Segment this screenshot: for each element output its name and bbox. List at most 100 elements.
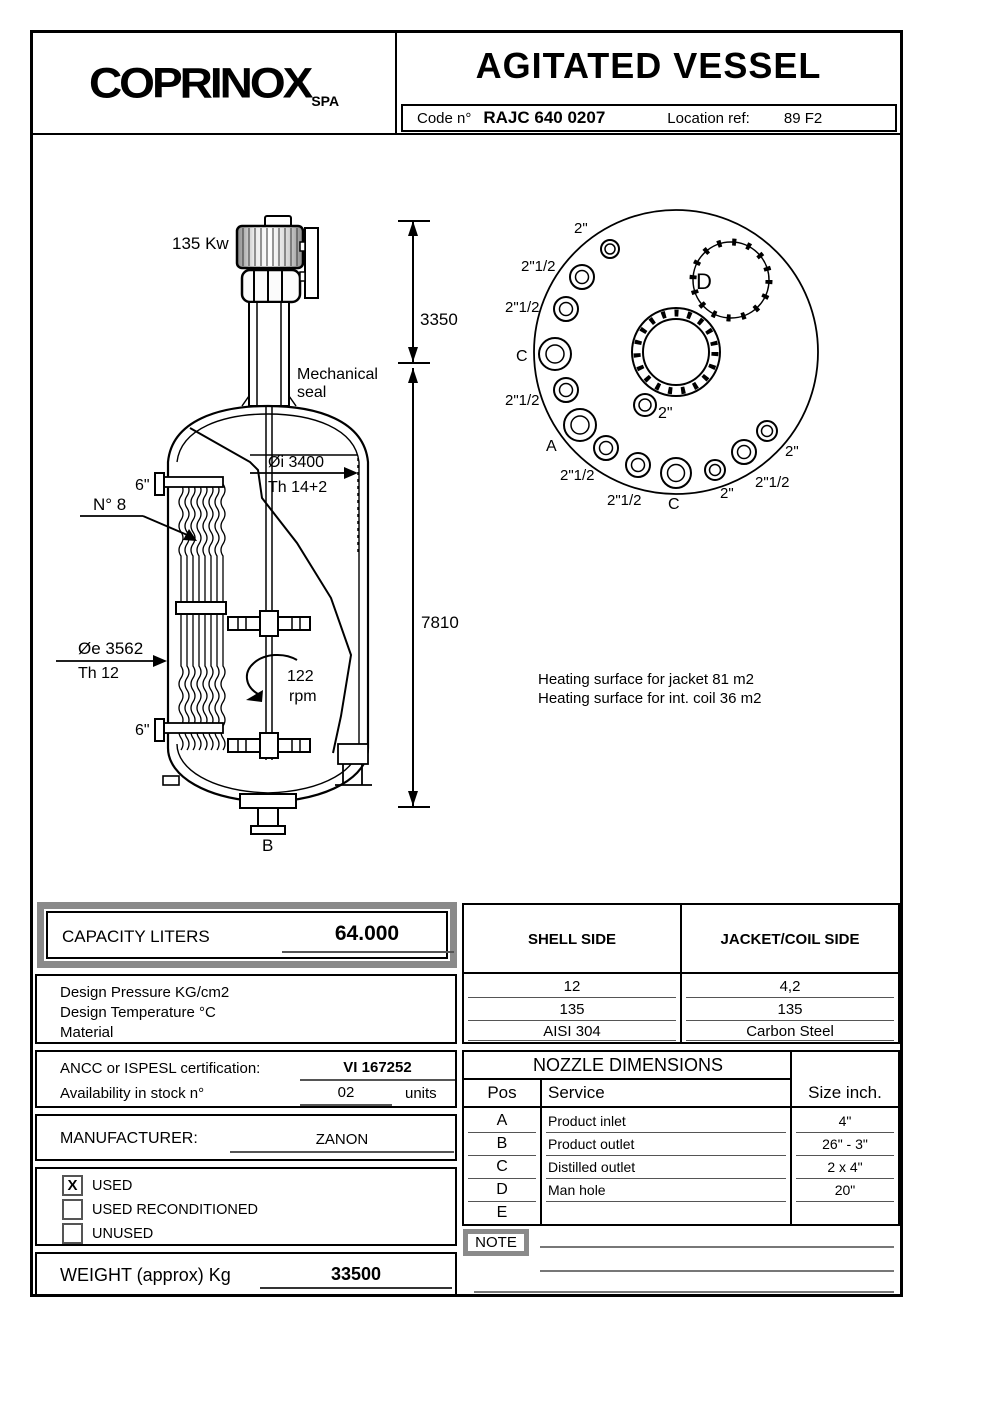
rim-nozzles bbox=[538, 239, 778, 489]
nozzle-row-service: Man hole bbox=[548, 1182, 606, 1198]
mech-seal-label-1: Mechanical bbox=[297, 366, 378, 383]
jacket-material: Carbon Steel bbox=[746, 1023, 834, 1040]
nozzle-row-pos: A bbox=[496, 1112, 508, 1129]
shell-temperature: 135 bbox=[559, 1001, 585, 1018]
page-title: AGITATED VESSEL bbox=[475, 45, 822, 86]
rotation-arrowhead bbox=[246, 690, 263, 702]
note-line-2 bbox=[540, 1270, 894, 1272]
nozzle-row-service: Distilled outlet bbox=[548, 1159, 636, 1175]
rim-label-4: 2"1/2 bbox=[505, 392, 540, 409]
rim-label-0: 2" bbox=[574, 220, 588, 237]
certification-label: ANCC or ISPESL certification: bbox=[60, 1060, 261, 1077]
nozzle-header-service: Service bbox=[548, 1083, 605, 1102]
rpm-unit-label: rpm bbox=[289, 688, 317, 705]
vessel-shell bbox=[162, 404, 372, 804]
nozzle-row-size: 4" bbox=[838, 1113, 852, 1129]
heating-surface-jacket: Heating surface for jacket 81 m2 bbox=[538, 671, 754, 688]
motor-power-label: 135 Kw bbox=[172, 234, 229, 253]
code-value: RAJC 640 0207 bbox=[483, 108, 606, 127]
capacity-box: CAPACITY LITERS 64.000 bbox=[37, 902, 457, 968]
condition-box: X USED USED RECONDITIONED UNUSED bbox=[35, 1167, 457, 1246]
note-label: NOTE bbox=[475, 1234, 517, 1251]
outlet-b-label: B bbox=[262, 836, 273, 855]
page-border bbox=[30, 30, 903, 1297]
note-box: NOTE bbox=[463, 1229, 529, 1256]
capacity-value: 64.000 bbox=[334, 922, 400, 945]
manufacturer-label: MANUFACTURER: bbox=[60, 1130, 198, 1147]
company-logo-suffix: SPA bbox=[311, 93, 340, 109]
rim-label-8: C bbox=[668, 496, 680, 513]
weight-label: WEIGHT (approx) Kg bbox=[60, 1265, 231, 1285]
heating-surface-coil: Heating surface for int. coil 36 m2 bbox=[538, 690, 761, 707]
checkbox-unused[interactable] bbox=[62, 1223, 83, 1244]
bottom-outlet bbox=[239, 793, 297, 835]
dimension-lines bbox=[398, 220, 430, 808]
rim-label-10: 2"1/2 bbox=[755, 474, 790, 491]
leader-lines bbox=[56, 467, 358, 667]
stock-value: 02 bbox=[337, 1084, 355, 1101]
stock-label: Availability in stock n° bbox=[60, 1085, 205, 1102]
certification-underline bbox=[300, 1079, 455, 1081]
checkbox-unused-label: UNUSED bbox=[92, 1226, 154, 1242]
top-coil-nozzle-label: 6" bbox=[135, 477, 150, 494]
checkbox-used-reconditioned-label: USED RECONDITIONED bbox=[92, 1202, 258, 1218]
sides-table: SHELL SIDE JACKET/COIL SIDE 12 4,2 135 1… bbox=[462, 903, 900, 1044]
nozzle-row-size: 26" - 3" bbox=[822, 1136, 868, 1152]
mech-seal-label-2: seal bbox=[297, 384, 326, 401]
shell-pressure: 12 bbox=[563, 978, 581, 995]
inner-diameter-label: Øi 3400 bbox=[268, 454, 324, 471]
manufacturer-value: ZANON bbox=[315, 1131, 369, 1148]
design-row-pressure: Design Pressure KG/cm2 bbox=[60, 984, 230, 1001]
stock-unit: units bbox=[405, 1085, 437, 1102]
weight-box: WEIGHT (approx) Kg 33500 bbox=[35, 1252, 457, 1296]
rim-label-11: 2" bbox=[785, 443, 799, 460]
checkbox-used-label: USED bbox=[92, 1178, 133, 1194]
agitator bbox=[227, 406, 311, 760]
drive-column bbox=[241, 301, 297, 407]
nozzle-table: NOZZLE DIMENSIONS Pos Service Size inch.… bbox=[462, 1050, 900, 1226]
sides-header-rule bbox=[464, 972, 898, 974]
dim-upper-label: 3350 bbox=[420, 310, 458, 329]
inner-thickness-label: Th 14+2 bbox=[268, 479, 327, 496]
weight-underline bbox=[260, 1287, 452, 1289]
rim-label-2: 2"1/2 bbox=[505, 299, 540, 316]
jacket-pressure: 4,2 bbox=[779, 978, 801, 995]
nozzle-row-size: 20" bbox=[834, 1182, 856, 1198]
rim-label-6: 2"1/2 bbox=[560, 467, 595, 484]
jacket-side-header: JACKET/COIL SIDE bbox=[720, 931, 860, 948]
weight-value: 33500 bbox=[330, 1264, 382, 1284]
shell-side-header: SHELL SIDE bbox=[527, 931, 617, 948]
code-label: Code n° bbox=[417, 109, 472, 127]
nozzle-table-title: NOZZLE DIMENSIONS bbox=[532, 1055, 724, 1075]
checkbox-used-reconditioned[interactable] bbox=[62, 1199, 83, 1220]
note-line-3 bbox=[474, 1291, 894, 1293]
design-box: Design Pressure KG/cm2 Design Temperatur… bbox=[35, 974, 457, 1044]
nozzle-row-service: Product inlet bbox=[548, 1113, 626, 1129]
certification-value: VI 167252 bbox=[343, 1059, 412, 1076]
nozzle-row-size: 2 x 4" bbox=[827, 1159, 863, 1175]
manhole-d-label: D bbox=[696, 269, 712, 294]
design-row-temperature: Design Temperature °C bbox=[60, 1004, 216, 1021]
outer-diameter-label: Øe 3562 bbox=[78, 639, 143, 658]
stock-underline bbox=[300, 1104, 392, 1106]
rim-label-7: 2"1/2 bbox=[607, 492, 642, 509]
nozzle-header-pos: Pos bbox=[487, 1083, 517, 1102]
nozzle-row-pos: D bbox=[496, 1181, 508, 1198]
outer-thickness-label: Th 12 bbox=[78, 665, 119, 682]
design-row-material: Material bbox=[60, 1024, 114, 1041]
location-value: 89 F2 bbox=[783, 109, 823, 127]
top-view bbox=[533, 209, 819, 495]
certification-box: ANCC or ISPESL certification: VI 167252 … bbox=[35, 1050, 457, 1108]
location-label: Location ref: bbox=[667, 109, 750, 127]
rim-label-5: A bbox=[546, 438, 557, 455]
jacket-temperature: 135 bbox=[777, 1001, 803, 1018]
code-box: Code n° RAJC 640 0207 Location ref: 89 F… bbox=[401, 104, 897, 132]
nozzle-row-pos: C bbox=[496, 1158, 508, 1175]
coil-count-label: N° 8 bbox=[93, 495, 126, 514]
company-logo: COPRINOX bbox=[88, 59, 313, 107]
checkbox-used[interactable]: X bbox=[62, 1175, 83, 1196]
nozzle-header-size: Size inch. bbox=[808, 1083, 882, 1102]
internal-coil bbox=[175, 483, 227, 751]
nozzle-row-pos: E bbox=[496, 1204, 508, 1221]
